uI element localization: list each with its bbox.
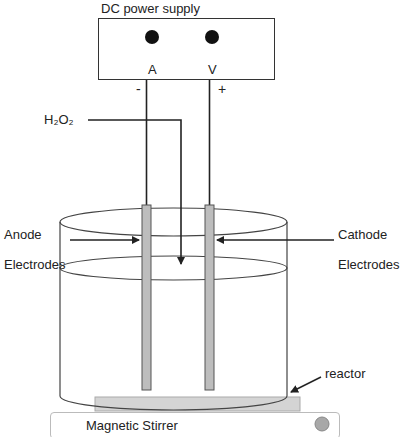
device-title: DC power supply [101, 1, 200, 17]
leader-arrow [70, 239, 139, 240]
terminal-label: A [148, 62, 157, 78]
terminal-dot [145, 30, 159, 44]
reactor-rim [60, 208, 287, 236]
terminal-dot [205, 30, 219, 44]
part-label: reactor [325, 366, 365, 382]
leader-arrow [217, 239, 334, 240]
anode-electrode [142, 205, 151, 390]
terminal-label: V [208, 62, 217, 78]
reagent-label: H₂O₂ [44, 112, 74, 128]
polarity-sign: - [136, 81, 141, 97]
reactor-body [60, 222, 287, 410]
device-label: Magnetic Stirrer [86, 418, 178, 434]
wire [146, 80, 148, 205]
part-label: Anode Electrodes [4, 220, 68, 280]
part-label: Cathode Electrodes [338, 220, 418, 280]
feed-arrow [88, 120, 181, 264]
liquid-surface [60, 256, 287, 280]
stirrer-box: Magnetic Stirrer [50, 412, 340, 437]
cathode-electrode [205, 205, 214, 390]
stirrer-knob [315, 417, 329, 431]
power-supply-box: DC power supplyAV [98, 18, 275, 80]
leader-arrow [291, 377, 321, 392]
polarity-sign: + [218, 81, 226, 97]
wire [209, 80, 211, 205]
